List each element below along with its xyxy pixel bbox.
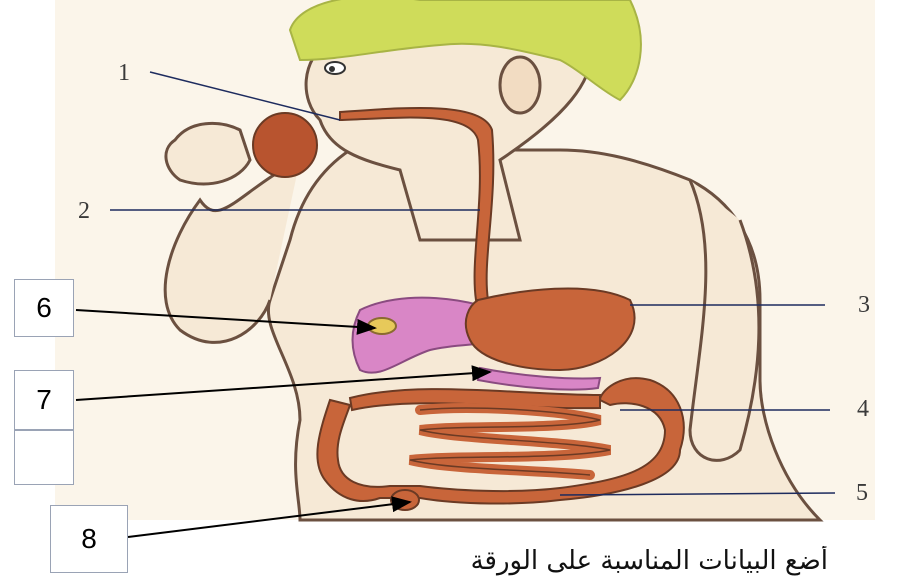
- printed-number-4: 4: [857, 396, 869, 422]
- pupil: [329, 66, 335, 72]
- rectum: [391, 490, 419, 510]
- apple: [253, 113, 317, 177]
- printed-number-3: 3: [858, 292, 870, 318]
- printed-number-2: 2: [78, 198, 90, 224]
- label-box-6-text: 6: [36, 292, 52, 324]
- instruction-caption: أضع البيانات المناسبة على الورقة: [398, 546, 828, 586]
- label-box-7[interactable]: 7: [14, 370, 74, 430]
- label-box-blank[interactable]: [14, 430, 74, 485]
- ear: [500, 57, 540, 113]
- label-box-8[interactable]: 8: [50, 505, 128, 573]
- eye: [325, 62, 345, 74]
- printed-number-1: 1: [118, 60, 130, 86]
- gallbladder: [368, 318, 396, 334]
- printed-number-5: 5: [856, 480, 868, 506]
- label-box-8-text: 8: [81, 523, 97, 555]
- digestive-system-diagram: 1 2 3 4 5: [0, 0, 924, 573]
- label-box-6[interactable]: 6: [14, 279, 74, 337]
- label-box-7-text: 7: [36, 384, 52, 416]
